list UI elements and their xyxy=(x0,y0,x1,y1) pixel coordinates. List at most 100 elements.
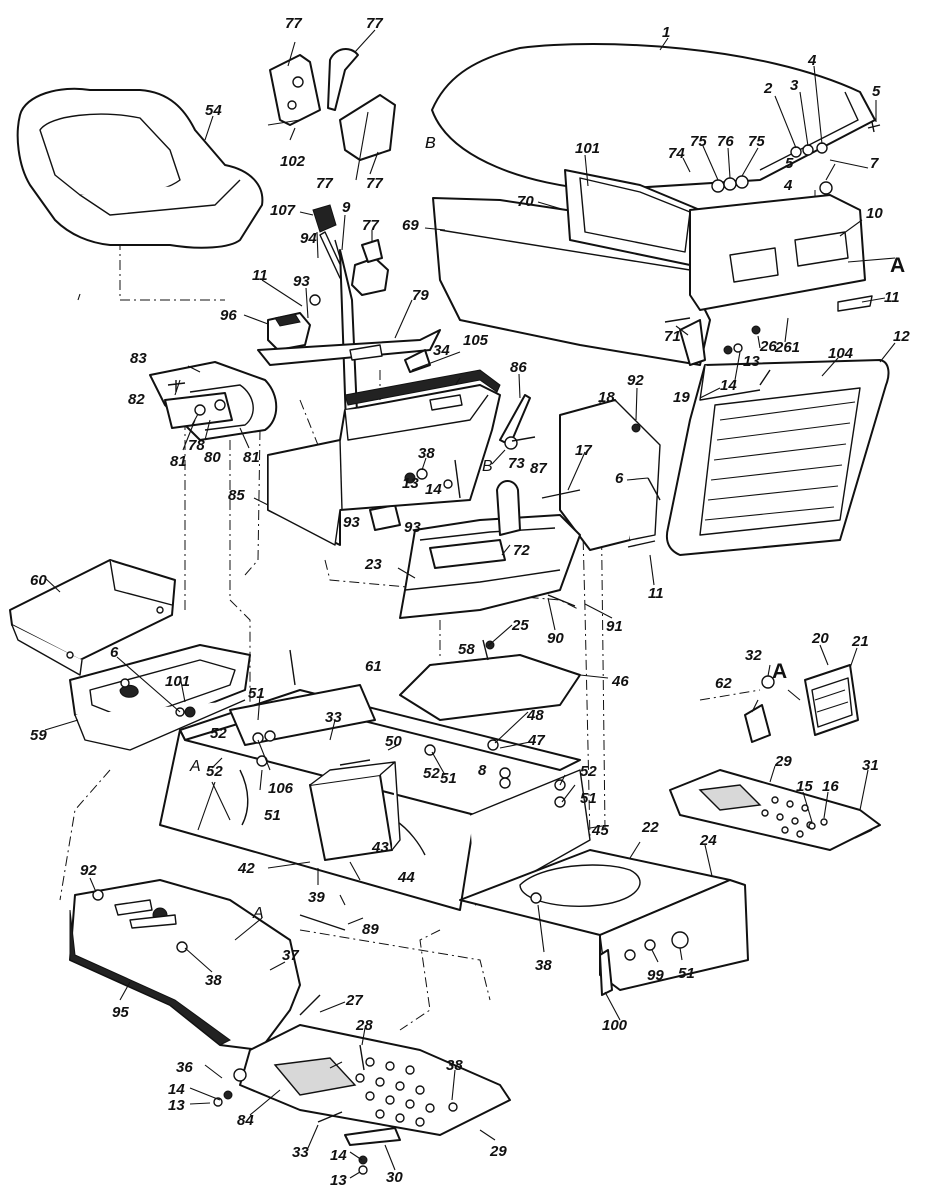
console xyxy=(267,369,501,546)
label-33-foot: 33 xyxy=(292,1144,309,1161)
label-14-dash: 14 xyxy=(720,377,737,394)
label-42: 42 xyxy=(237,860,255,877)
label-52-c: 52 xyxy=(580,763,597,780)
label-43: 43 xyxy=(371,839,389,856)
label-62: 62 xyxy=(715,675,732,692)
label-6-tray: 6 xyxy=(110,644,119,661)
dash-assembly xyxy=(432,169,866,366)
seat xyxy=(16,87,264,249)
label-32: 32 xyxy=(745,647,762,664)
label-80: 80 xyxy=(204,449,221,466)
label-45: 45 xyxy=(591,822,609,839)
label-A-fender: A xyxy=(252,905,264,922)
label-107: 107 xyxy=(270,202,296,219)
label-39: 39 xyxy=(308,889,325,906)
label-51-d: 51 xyxy=(580,790,597,807)
tank-cover xyxy=(399,654,581,721)
label-11-right: 11 xyxy=(884,289,900,306)
label-77-b: 77 xyxy=(366,15,383,32)
label-71: 71 xyxy=(664,328,681,345)
svg-text:B: B xyxy=(425,135,436,152)
label-A-right: A xyxy=(890,254,905,277)
label-77-a: 77 xyxy=(285,15,302,32)
label-52-a: 52 xyxy=(210,725,227,742)
label-31: 31 xyxy=(862,757,879,774)
label-93-a: 93 xyxy=(343,514,360,531)
label-16: 16 xyxy=(822,778,839,795)
label-58: 58 xyxy=(458,641,475,658)
label-100: 100 xyxy=(602,1017,628,1034)
part-labels: 1 2 3 4 5 B 101 74 75 76 75 5 7 4 70 69 … xyxy=(30,15,910,1189)
label-83: 83 xyxy=(130,350,147,367)
label-94: 94 xyxy=(300,230,317,247)
label-69: 69 xyxy=(402,217,419,234)
label-38-foot: 38 xyxy=(446,1057,463,1074)
label-105: 105 xyxy=(463,332,489,349)
label-89: 89 xyxy=(362,921,379,938)
label-14-bottom: 14 xyxy=(330,1147,347,1164)
label-61: 61 xyxy=(365,658,382,675)
label-5: 5 xyxy=(872,83,881,100)
label-91: 91 xyxy=(606,618,623,635)
fuel-tank xyxy=(399,394,581,619)
label-96: 96 xyxy=(220,307,237,324)
label-12: 12 xyxy=(893,328,910,345)
label-5b: 5 xyxy=(785,155,794,172)
hood: B xyxy=(425,43,876,191)
label-70: 70 xyxy=(517,193,534,210)
label-101: 101 xyxy=(575,140,600,157)
label-51-b: 51 xyxy=(440,770,457,787)
label-85: 85 xyxy=(228,487,245,504)
label-10: 10 xyxy=(866,205,883,222)
label-38-fender: 38 xyxy=(205,972,222,989)
battery-box xyxy=(69,644,251,751)
label-84: 84 xyxy=(237,1112,254,1129)
label-18: 18 xyxy=(598,389,615,406)
label-74: 74 xyxy=(668,145,685,162)
label-72: 72 xyxy=(513,542,530,559)
grille xyxy=(665,359,890,556)
label-95: 95 xyxy=(112,1004,129,1021)
label-78: 78 xyxy=(188,437,205,454)
label-11-left: 11 xyxy=(252,267,268,284)
label-76: 76 xyxy=(717,133,734,150)
leader-lines xyxy=(44,29,896,1179)
label-47: 47 xyxy=(527,732,545,749)
label-106: 106 xyxy=(268,780,294,797)
rear-frame xyxy=(459,849,749,996)
label-51-c: 51 xyxy=(264,807,281,824)
label-60: 60 xyxy=(30,572,47,589)
label-13-bottom: 13 xyxy=(330,1172,347,1189)
label-37: 37 xyxy=(282,947,299,964)
label-17: 17 xyxy=(575,442,592,459)
label-15: 15 xyxy=(796,778,813,795)
label-50: 50 xyxy=(385,733,402,750)
label-6-side: 6 xyxy=(615,470,624,487)
label-38-rear: 38 xyxy=(535,957,552,974)
label-77-c: 77 xyxy=(316,175,333,192)
seat-bracket xyxy=(149,361,278,441)
side-panel xyxy=(559,399,661,551)
label-14-console: 14 xyxy=(425,481,442,498)
label-46: 46 xyxy=(611,673,629,690)
main-frame xyxy=(159,684,591,911)
label-93-b: 93 xyxy=(404,519,421,536)
label-11-bottom: 11 xyxy=(648,585,664,602)
label-8: 8 xyxy=(478,762,487,779)
label-13-dash: 13 xyxy=(743,353,760,370)
battery-tray xyxy=(9,559,176,676)
label-73: 73 xyxy=(508,455,525,472)
footrest-left xyxy=(239,1024,511,1146)
label-30: 30 xyxy=(386,1169,403,1186)
label-4: 4 xyxy=(807,52,817,69)
label-13-console: 13 xyxy=(402,475,419,492)
label-25: 25 xyxy=(511,617,529,634)
label-4b: 4 xyxy=(783,177,793,194)
label-34: 34 xyxy=(433,342,450,359)
label-102: 102 xyxy=(280,153,306,170)
footrest-right xyxy=(669,769,881,851)
label-44: 44 xyxy=(397,869,415,886)
label-92-top: 92 xyxy=(627,372,644,389)
label-seat: 54 xyxy=(205,102,222,119)
